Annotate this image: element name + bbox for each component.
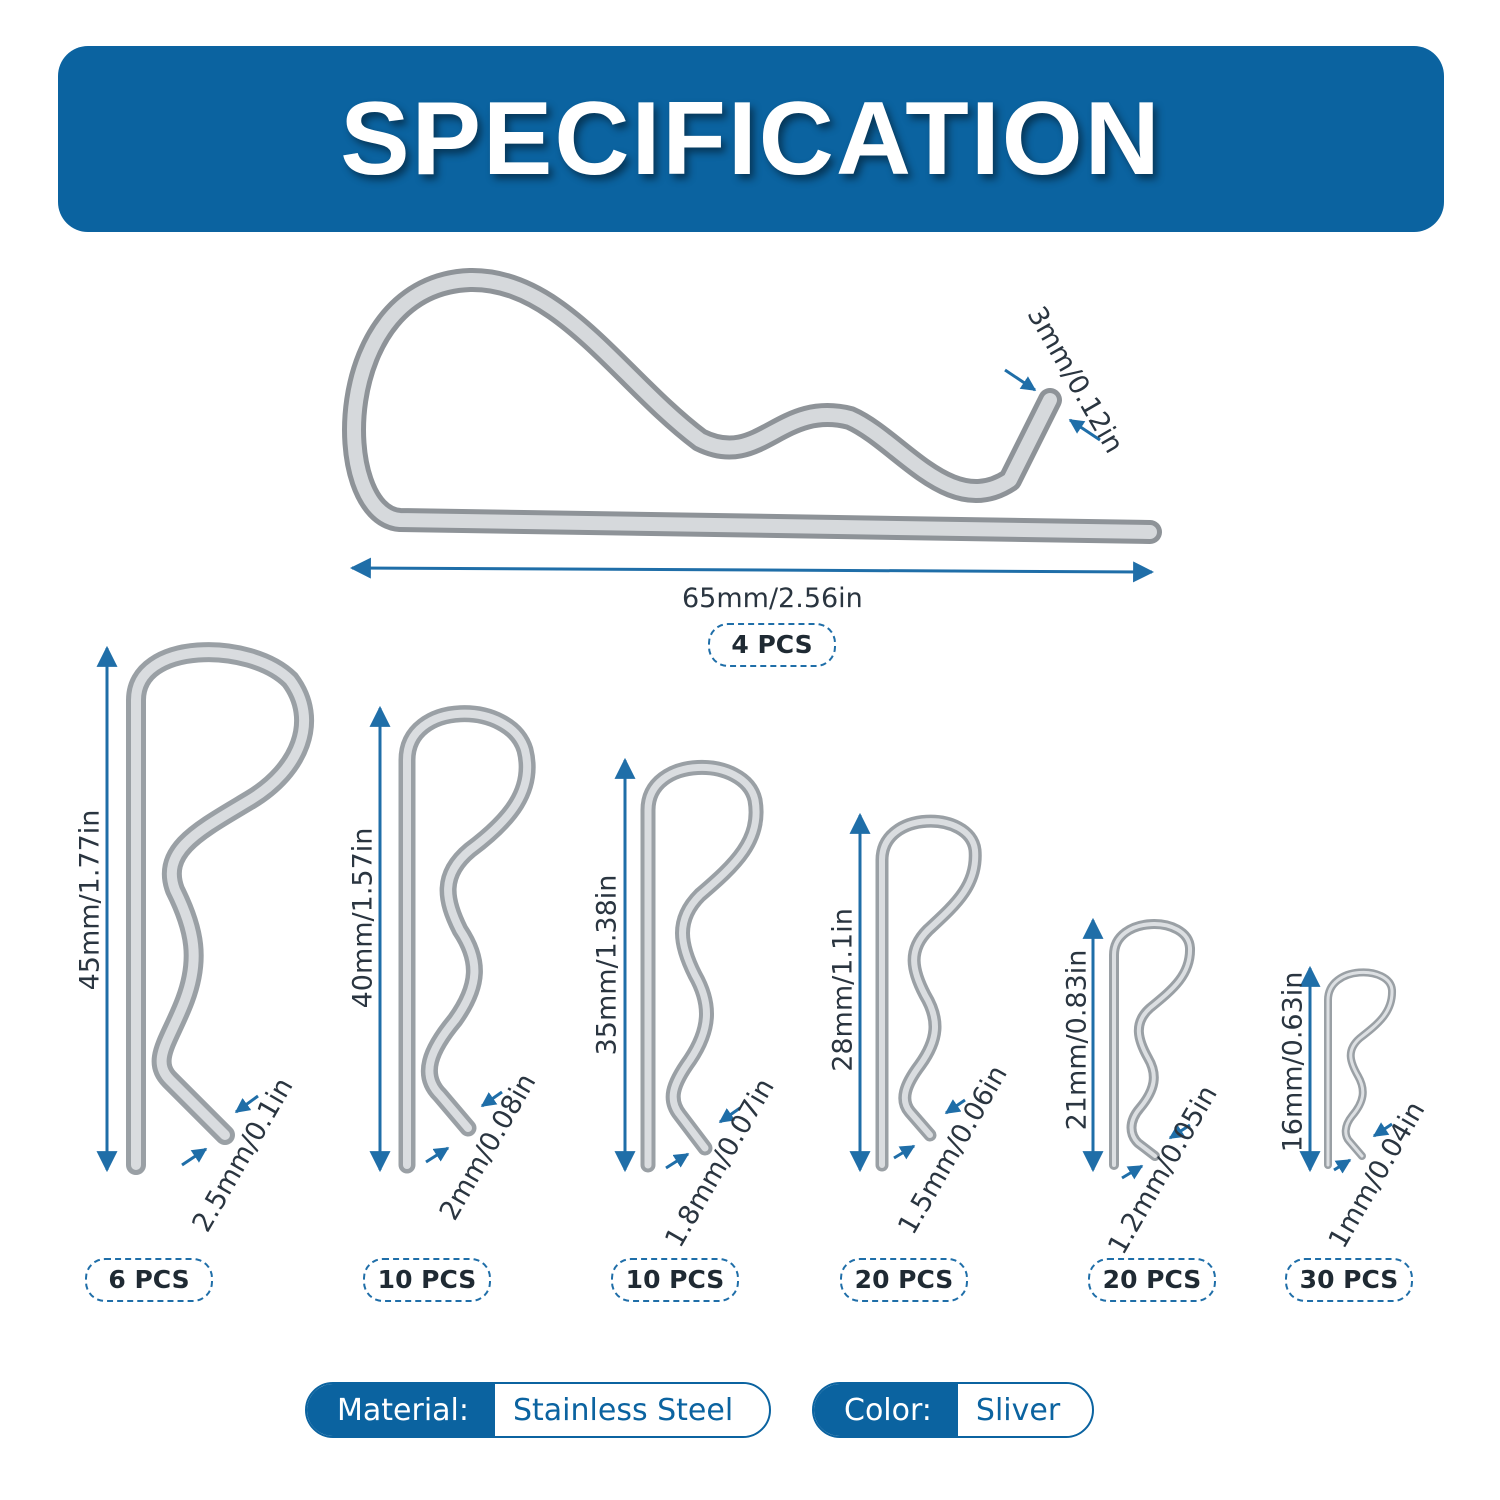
pin-40mm bbox=[369, 705, 536, 1174]
material-value: Stainless Steel bbox=[494, 1384, 756, 1436]
color-label: Color: bbox=[814, 1384, 958, 1436]
large-pin-qty-badge: 4 PCS bbox=[708, 623, 836, 667]
pin-45mm bbox=[96, 642, 315, 1175]
color-value: Sliver bbox=[957, 1384, 1083, 1436]
color-tag: Color: Sliver bbox=[812, 1382, 1094, 1438]
pin-28mm bbox=[849, 812, 982, 1173]
pin-35mm bbox=[614, 757, 764, 1173]
pin-height-label: 21mm/0.83in bbox=[1061, 949, 1093, 1131]
pin-qty-badge: 10 PCS bbox=[363, 1258, 491, 1302]
pin-height-label: 45mm/1.77in bbox=[74, 809, 106, 991]
pin-height-label: 28mm/1.1in bbox=[827, 908, 859, 1072]
length-dimension-line bbox=[349, 557, 1155, 583]
pin-height-label: 16mm/0.63in bbox=[1277, 971, 1309, 1153]
pin-height-label: 35mm/1.38in bbox=[591, 874, 623, 1056]
material-tag: Material: Stainless Steel bbox=[305, 1382, 771, 1438]
header-banner: SPECIFICATION bbox=[58, 46, 1444, 232]
pin-qty-badge: 30 PCS bbox=[1285, 1258, 1413, 1302]
pin-16mm bbox=[1299, 965, 1397, 1174]
pin-qty-badge: 20 PCS bbox=[840, 1258, 968, 1302]
material-label: Material: bbox=[307, 1384, 495, 1436]
pin-qty-badge: 6 PCS bbox=[85, 1258, 213, 1302]
pin-qty-badge: 20 PCS bbox=[1088, 1258, 1216, 1302]
pin-qty-badge: 10 PCS bbox=[611, 1258, 739, 1302]
pin-height-label: 40mm/1.57in bbox=[347, 827, 379, 1009]
large-pin-length-label: 65mm/2.56in bbox=[682, 583, 863, 614]
pin-21mm bbox=[1082, 917, 1195, 1180]
page-title: SPECIFICATION bbox=[340, 80, 1162, 197]
large-hitch-pin bbox=[342, 267, 1162, 583]
